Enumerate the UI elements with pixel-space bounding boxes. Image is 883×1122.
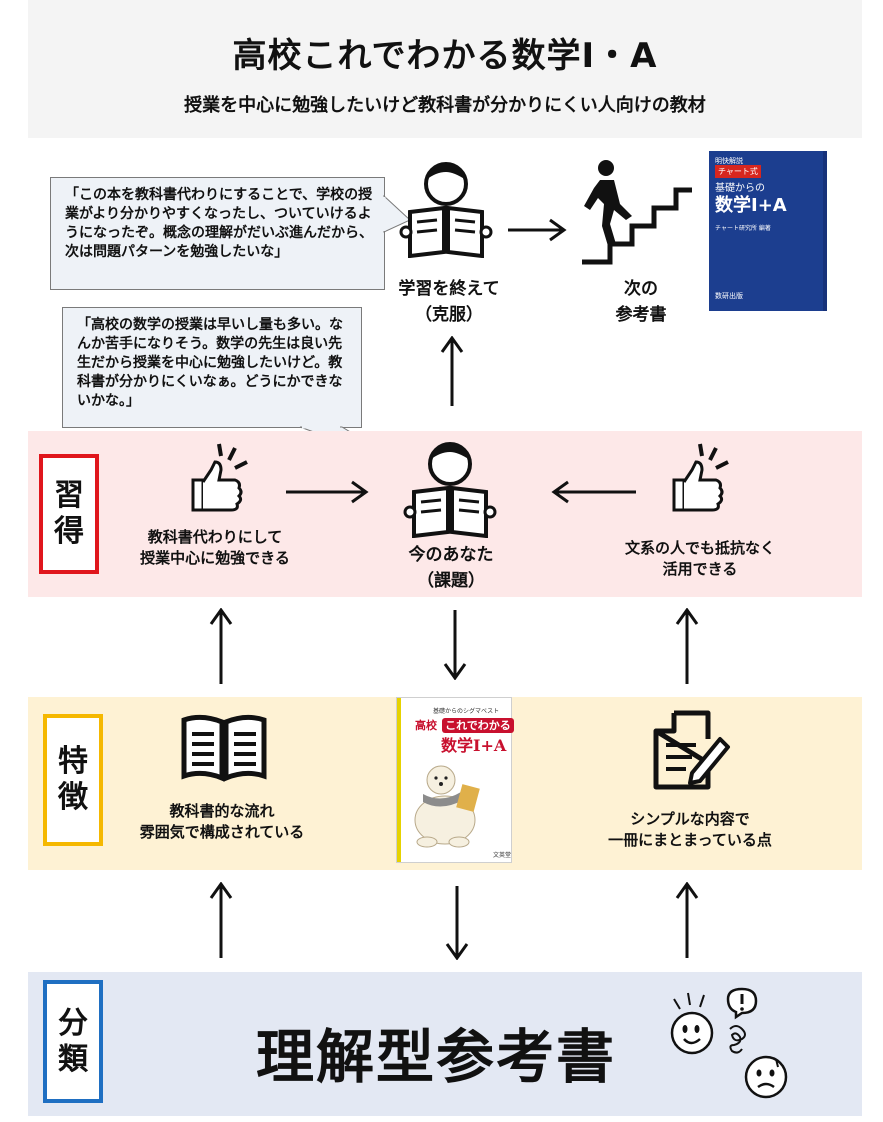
- features-tag: 特徴: [43, 714, 103, 846]
- features-left-line1: 教科書的な流れ: [169, 802, 275, 820]
- thumbs-up-icon-left: [191, 443, 248, 512]
- featured-book-series: 基礎からのシグマベスト: [433, 708, 500, 715]
- header-band: [28, 0, 862, 138]
- features-right-line2: 一冊にまとまっている点: [608, 831, 772, 849]
- acquire-right-line2: 活用できる: [662, 560, 738, 578]
- arrow-right-icon-top: [508, 218, 567, 242]
- featured-book-publisher: 文英堂: [493, 852, 512, 859]
- open-book-icon: [181, 714, 267, 782]
- after-label-line2: （克服）: [415, 305, 483, 325]
- arrow-down-icon-center-2: [445, 886, 469, 960]
- now-label-line1: 今のあなた: [408, 545, 494, 565]
- category-value: 理解型参考書: [256, 1023, 617, 1091]
- featured-book-heading: 高校 これでわかる: [415, 714, 514, 733]
- next-book-badge: チャート式: [715, 165, 761, 178]
- speech-bubble-now: 「高校の数学の授業は早いし量も多い。なんか苦手になりそう。数学の先生は良い先生だ…: [62, 307, 362, 428]
- faces-icon: [670, 987, 788, 1099]
- features-right-label: シンプルな内容で 一冊にまとまっている点: [580, 809, 800, 851]
- featured-book-cover: 基礎からのシグマベスト 高校 これでわかる 数学Ⅰ+A 文英堂: [396, 697, 514, 863]
- after-label-line1: 学習を終えて: [398, 279, 500, 299]
- featured-book-prefix: 高校: [415, 719, 437, 732]
- bubble-after-tail: [382, 194, 411, 233]
- next-book-title: 数学Ⅰ+A: [715, 195, 787, 216]
- arrow-left-icon-acquire: [551, 480, 636, 504]
- next-book-author: チャート研究所 編著: [715, 225, 771, 232]
- page-subtitle: 授業を中心に勉強したいけど教科書が分かりにくい人向けの教材: [184, 95, 706, 116]
- book-spine-stripe: [397, 698, 401, 862]
- stairs-climber-icon: [582, 160, 692, 265]
- featured-book-badge: これでわかる: [442, 718, 514, 733]
- arrow-down-icon-center-1: [443, 610, 467, 680]
- next-book-publisher: 数研出版: [715, 292, 743, 300]
- speech-bubble-after: 「この本を教科書代わりにすることで、学校の授業がより分かりやすくなったし、ついて…: [50, 177, 385, 290]
- next-book-cover: 明快解説 チャート式 基礎からの 数学Ⅰ+A チャート研究所 編著 数研出版: [709, 151, 827, 311]
- features-left-label: 教科書的な流れ 雰囲気で構成されている: [112, 801, 332, 843]
- acquire-tag-text: 習得: [54, 478, 84, 549]
- next-label: 次の 参考書: [596, 276, 686, 328]
- arrow-up-icon-right-2: [675, 882, 699, 958]
- acquire-left-line2: 授業中心に勉強できる: [140, 549, 290, 567]
- features-right-line1: シンプルな内容で: [630, 810, 750, 828]
- features-left-line2: 雰囲気で構成されている: [139, 823, 305, 841]
- arrow-up-icon-right-1: [675, 608, 699, 684]
- acquire-tag: 習得: [39, 454, 99, 574]
- document-pen-icon: [653, 710, 730, 790]
- featured-book-title: 数学Ⅰ+A: [441, 736, 507, 755]
- arrow-up-icon-center: [440, 336, 464, 406]
- features-tag-text: 特徴: [58, 744, 88, 815]
- arrow-up-icon-left-1: [209, 608, 233, 684]
- now-label: 今のあなた （課題）: [376, 542, 526, 594]
- reading-person-icon-now: [403, 442, 497, 538]
- speech-bubble-after-text: 「この本を教科書代わりにすることで、学校の授業がより分かりやすくなったし、ついて…: [65, 187, 373, 260]
- speech-bubble-now-text: 「高校の数学の授業は早いし量も多い。なんか苦手になりそう。数学の先生は良い先生だ…: [77, 317, 343, 409]
- next-label-line1: 次の: [624, 279, 658, 299]
- polar-bear-illustration: [414, 765, 480, 848]
- after-label: 学習を終えて （克服）: [374, 276, 524, 328]
- acquire-left-line1: 教科書代わりにして: [147, 528, 283, 546]
- acquire-right-label: 文系の人でも抵抗なく 活用できる: [590, 538, 810, 580]
- category-band: [28, 972, 862, 1116]
- arrow-up-icon-left-2: [209, 882, 233, 958]
- acquire-left-label: 教科書代わりにして 授業中心に勉強できる: [115, 527, 315, 569]
- now-label-line2: （課題）: [417, 571, 485, 591]
- thumbs-up-icon-right: [672, 443, 729, 512]
- page-title: 高校これでわかる数学Ⅰ・A: [232, 36, 658, 76]
- category-tag-text: 分類: [58, 1005, 88, 1077]
- next-label-line2: 参考書: [615, 305, 667, 325]
- next-book-series: 基礎からの: [715, 183, 765, 194]
- acquire-right-line1: 文系の人でも抵抗なく: [624, 539, 775, 557]
- reading-person-icon-top: [399, 162, 493, 258]
- category-tag: 分類: [43, 980, 103, 1103]
- next-book-small: 明快解説: [715, 157, 743, 165]
- arrow-right-icon-acquire: [286, 480, 369, 504]
